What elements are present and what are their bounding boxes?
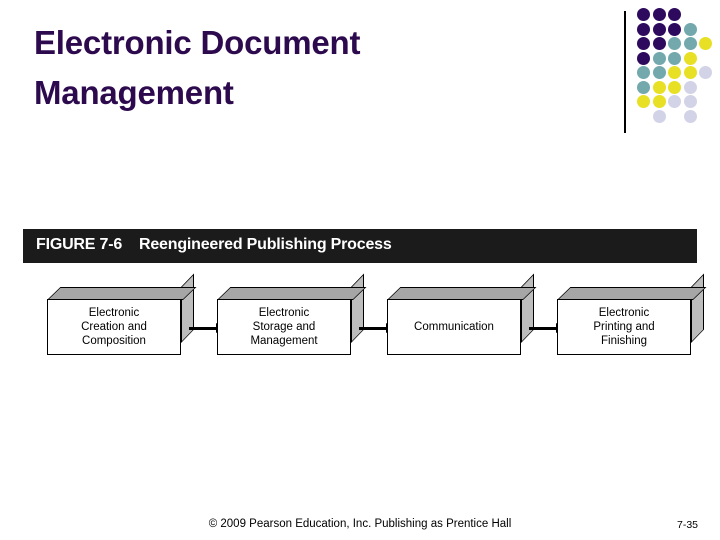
deco-dot-purple xyxy=(668,22,681,36)
box-side-face xyxy=(521,273,534,343)
footer-page-number: 7-35 xyxy=(676,519,698,531)
box-side-face xyxy=(351,273,364,343)
process-box-label: Electronic Creation and Composition xyxy=(81,307,147,347)
deco-dot-purple xyxy=(637,51,650,65)
process-box-step-3: Communication xyxy=(387,273,537,355)
deco-dot-purple xyxy=(637,37,650,50)
deco-dot-yellow xyxy=(668,66,681,79)
deco-dot-yellow xyxy=(652,80,666,94)
deco-dot-lavender xyxy=(683,95,697,108)
arrow-shaft xyxy=(529,327,564,330)
box-side-face xyxy=(181,273,194,343)
box-front-face: Electronic Printing and Finishing xyxy=(557,299,691,355)
deco-dot-purple xyxy=(652,22,666,36)
deco-dot-teal xyxy=(683,22,697,36)
process-box-step-2: Electronic Storage and Management xyxy=(217,273,367,355)
process-box-label: Electronic Storage and Management xyxy=(250,307,318,347)
deco-dot-lavender xyxy=(683,109,697,123)
deco-dot-teal xyxy=(652,51,666,65)
deco-dot-lavender xyxy=(652,109,666,123)
deco-dot-teal xyxy=(637,80,650,94)
decorative-dot-motif xyxy=(624,8,716,133)
footer-copyright: © 2009 Pearson Education, Inc. Publishin… xyxy=(208,518,512,530)
process-box-step-4: Electronic Printing and Finishing xyxy=(557,273,707,355)
arrow-shaft xyxy=(359,327,394,330)
deco-dot-purple xyxy=(637,8,650,21)
figure-block: FIGURE 7-6 Reengineered Publishing Proce… xyxy=(23,229,707,371)
deco-dot-teal xyxy=(668,37,681,50)
process-box-label: Communication xyxy=(414,321,494,333)
deco-dot-yellow xyxy=(652,95,666,108)
deco-dot-yellow xyxy=(699,37,712,50)
deco-dot-teal xyxy=(637,66,650,79)
box-front-face: Electronic Storage and Management xyxy=(217,299,351,355)
deco-dot-yellow xyxy=(683,66,697,79)
figure-header-bar: FIGURE 7-6 Reengineered Publishing Proce… xyxy=(23,229,697,263)
figure-caption: Reengineered Publishing Process xyxy=(139,236,392,253)
box-side-face xyxy=(691,273,704,343)
deco-dot-purple xyxy=(668,8,681,21)
process-box-step-1: Electronic Creation and Composition xyxy=(47,273,197,355)
box-front-face: Communication xyxy=(387,299,521,355)
process-flow-diagram: Electronic Creation and Composition Elec… xyxy=(23,271,707,371)
deco-dot-teal xyxy=(668,51,681,65)
deco-dot-yellow xyxy=(668,80,681,94)
deco-dot-yellow xyxy=(683,51,697,65)
vertical-divider-line xyxy=(624,11,626,133)
process-box-label: Electronic Printing and Finishing xyxy=(593,307,655,347)
deco-dot-purple xyxy=(652,8,666,21)
figure-label: FIGURE 7-6 xyxy=(36,236,123,253)
arrow-shaft xyxy=(189,327,224,330)
deco-dot-purple xyxy=(652,37,666,50)
deco-dot-lavender xyxy=(668,95,681,108)
deco-dot-purple xyxy=(637,22,650,36)
page-title: Electronic Document Management xyxy=(34,24,361,111)
deco-dot-teal xyxy=(683,37,697,50)
dot-grid xyxy=(637,8,716,132)
deco-dot-lavender xyxy=(699,66,712,79)
deco-dot-yellow xyxy=(637,95,650,108)
deco-dot-lavender xyxy=(683,80,697,94)
deco-dot-teal xyxy=(652,66,666,79)
box-front-face: Electronic Creation and Composition xyxy=(47,299,181,355)
